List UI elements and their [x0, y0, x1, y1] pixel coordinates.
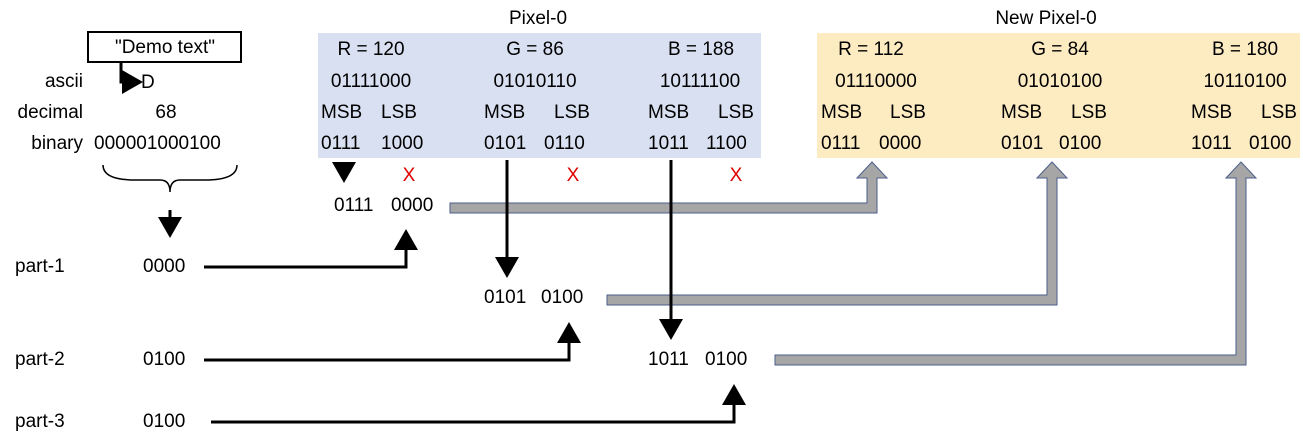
- new-pixel-g-lsb-label: LSB: [1071, 102, 1107, 123]
- pixel-r-msb-label: MSB: [321, 102, 363, 123]
- new-pixel-panel: [817, 33, 1300, 158]
- demo-text-box: [87, 31, 242, 63]
- part2-bits: 0100: [143, 349, 186, 370]
- new-pixel-g-msb-label: MSB: [1001, 102, 1043, 123]
- gray-arrow-b: [774, 161, 1258, 366]
- decimal-label: decimal: [17, 102, 83, 123]
- new-pixel-b-value: B = 180: [1211, 39, 1279, 60]
- part1-connector: [204, 229, 418, 269]
- new-pixel-r-lsb-bits: 0000: [879, 133, 922, 154]
- decimal-value: 68: [155, 102, 177, 123]
- pixel-r-bits: 01111000: [330, 71, 412, 92]
- ascii-pointer: [119, 63, 143, 94]
- new-pixel-b-lsb-label: LSB: [1261, 102, 1297, 123]
- new-pixel-b-bits: 10110100: [1203, 71, 1287, 92]
- pixel-g-value: G = 86: [506, 39, 564, 60]
- pixel-g-lsb-bits: 0110: [544, 133, 585, 154]
- new-pixel-r-lsb-label: LSB: [890, 102, 926, 123]
- pixel-b-lsb-bits: 1100: [706, 133, 747, 154]
- part1-bits: 0000: [143, 256, 186, 277]
- part2-connector: [204, 322, 581, 362]
- pixel-heading: Pixel-0: [508, 8, 568, 29]
- pixel-g-lsb-label: LSB: [554, 102, 590, 123]
- new-pixel-r-msb-label: MSB: [821, 102, 863, 123]
- gray-arrow-r: [449, 161, 889, 214]
- pixel-b-value: B = 188: [667, 39, 735, 60]
- combined-g-msb: 0101: [484, 287, 527, 308]
- pixel-b-bits: 10111100: [659, 71, 741, 92]
- part1-label: part-1: [15, 256, 65, 277]
- demo-text: "Demo text": [114, 37, 216, 58]
- new-pixel-r-bits: 01110000: [835, 71, 917, 92]
- new-pixel-r-value: R = 112: [838, 39, 904, 60]
- pixel-g-msb-bits: 0101: [484, 133, 527, 154]
- new-pixel-g-lsb-bits: 0100: [1059, 133, 1102, 154]
- binary-label: binary: [31, 133, 83, 154]
- ascii-label: ascii: [44, 71, 83, 92]
- part3-label: part-3: [15, 411, 65, 432]
- pixel-b-msb-label: MSB: [648, 102, 690, 123]
- pixel-b-lsb-label: LSB: [718, 102, 754, 123]
- new-pixel-b-lsb-bits: 0100: [1249, 133, 1292, 154]
- pixel-panel: [318, 33, 761, 158]
- curly-brace: [102, 164, 238, 193]
- part3-connector: [211, 384, 746, 424]
- new-pixel-g-msb-bits: 0101: [1001, 133, 1044, 154]
- binary-value: 000001000100: [94, 133, 221, 154]
- gray-arrow-g: [606, 161, 1069, 306]
- pixel-r-lsb-label: LSB: [381, 102, 417, 123]
- new-pixel-b-msb-bits: 1011: [1191, 133, 1232, 154]
- new-pixel-b-msb-label: MSB: [1191, 102, 1233, 123]
- new-pixel-g-value: G = 84: [1031, 39, 1089, 60]
- pixel-g-msb-label: MSB: [484, 102, 526, 123]
- discard-mark-g: X: [566, 165, 580, 186]
- new-pixel-heading: New Pixel-0: [995, 8, 1097, 29]
- pixel-r-msb-bits: 0111: [321, 133, 361, 154]
- combined-b-msb: 1011: [648, 349, 689, 370]
- part3-bits: 0100: [143, 411, 186, 432]
- ascii-char: D: [141, 72, 155, 93]
- part2-label: part-2: [15, 349, 65, 370]
- combined-r-lsb: 0000: [391, 195, 434, 216]
- pixel-g-bits: 01010110: [493, 71, 577, 92]
- pixel-r-value: R = 120: [337, 39, 405, 60]
- combined-r-msb: 0111: [334, 195, 374, 216]
- pixel-r-lsb-bits: 1000: [381, 133, 424, 154]
- new-pixel-g-bits: 01010100: [1017, 71, 1103, 92]
- pixel-b-msb-bits: 1011: [648, 133, 689, 154]
- combined-b-lsb: 0100: [705, 349, 748, 370]
- discard-mark-b: X: [729, 165, 743, 186]
- combined-g-lsb: 0100: [541, 287, 584, 308]
- discard-mark-r: X: [402, 165, 416, 186]
- new-pixel-r-msb-bits: 0111: [821, 133, 861, 154]
